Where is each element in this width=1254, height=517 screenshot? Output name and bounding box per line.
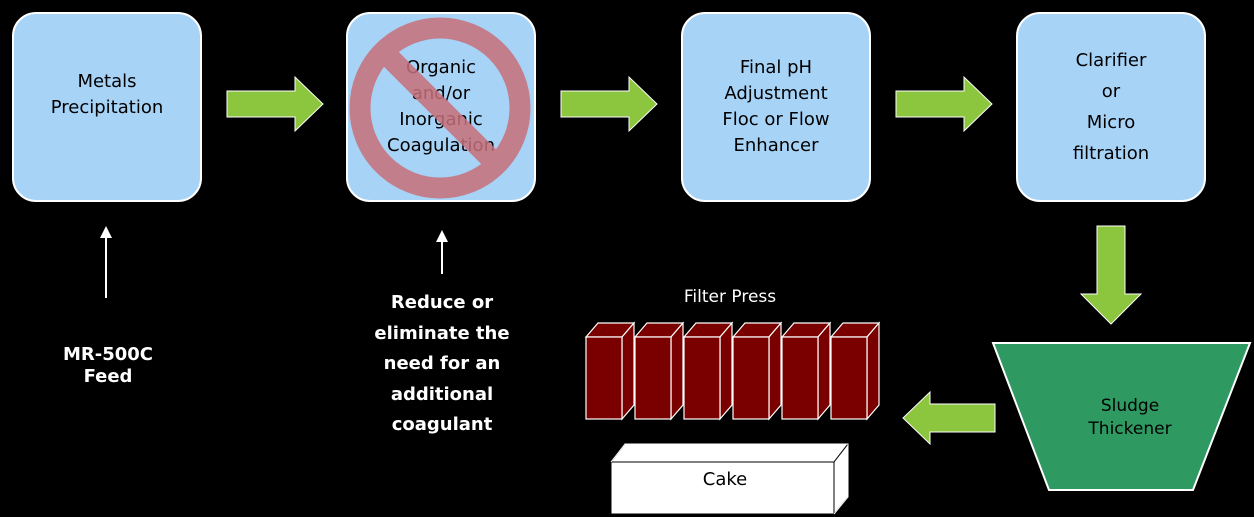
thickener-line: Sludge — [1100, 396, 1160, 416]
box-line: Precipitation — [50, 97, 164, 118]
box-line: Metals — [77, 71, 137, 92]
flow-arrow-right — [226, 75, 324, 133]
box-line: filtration — [1072, 143, 1150, 164]
filter-press — [584, 321, 881, 421]
press-plate — [780, 321, 832, 421]
press-plate — [584, 321, 636, 421]
caption-line: coagulant — [391, 414, 493, 435]
cake-block — [609, 442, 850, 516]
filter-press-label: Filter Press — [683, 287, 777, 307]
box-line: Enhancer — [733, 135, 819, 156]
final-ph-adjustment-box: Final pH Adjustment Floc or Flow Enhance… — [681, 12, 871, 202]
sludge-thickener-label: Sludge Thickener — [1070, 395, 1190, 441]
box-line: or — [1101, 81, 1121, 102]
box-line: Final pH — [739, 57, 813, 78]
box-line: Floc or Flow — [722, 109, 830, 130]
press-plate — [731, 321, 783, 421]
flow-arrow-right — [560, 75, 658, 133]
caption-line: Feed — [83, 366, 133, 387]
press-plate — [829, 321, 881, 421]
box-line: Micro — [1086, 112, 1136, 133]
cake-label: Cake — [702, 469, 748, 490]
box-line: Clarifier — [1075, 50, 1147, 71]
clarifier-box: Clarifier or Micro filtration — [1016, 12, 1206, 202]
feed-input-arrow — [100, 226, 112, 298]
coagulant-caption: Reduce or eliminate the need for an addi… — [354, 288, 530, 441]
flow-arrow-left — [902, 390, 996, 446]
prohibition-icon — [349, 17, 531, 199]
metals-precipitation-box: Metals Precipitation — [12, 12, 202, 202]
caption-line: additional — [390, 383, 494, 405]
flow-arrow-right — [895, 75, 993, 133]
caption-line: need for an — [383, 353, 501, 374]
caption-line: Reduce or — [390, 292, 494, 313]
press-plate — [682, 321, 734, 421]
caption-line: MR-500C — [62, 344, 154, 365]
coagulant-input-arrow — [436, 230, 448, 274]
flow-arrow-down — [1079, 225, 1143, 325]
thickener-line: Thickener — [1088, 419, 1172, 439]
sludge-thickener — [991, 342, 1252, 491]
feed-caption: MR-500C Feed — [40, 344, 176, 388]
box-line: Organic — [405, 57, 476, 78]
caption-line: eliminate the — [374, 322, 510, 344]
box-line: Adjustment — [724, 83, 828, 104]
press-plate — [633, 321, 685, 421]
